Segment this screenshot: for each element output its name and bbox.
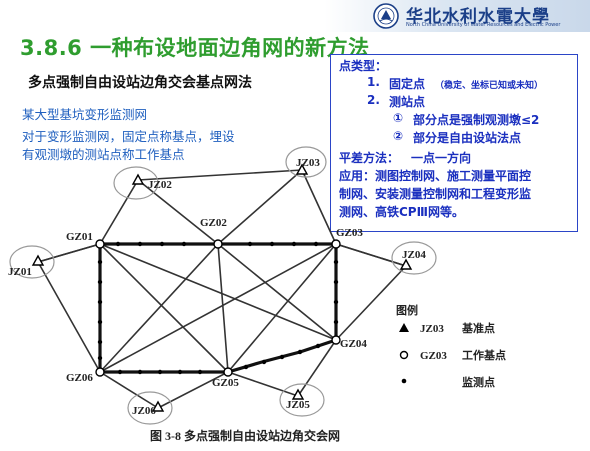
logo-chinese-name: 华北水利水電大學 <box>406 7 550 27</box>
gz02-circle-icon <box>213 239 223 249</box>
label-gz02: GZ02 <box>200 217 227 229</box>
legend-triangle-icon <box>399 323 409 332</box>
label-gz01: GZ01 <box>66 231 93 243</box>
gz04-circle-icon <box>331 335 341 345</box>
legend-work-code: GZ03 <box>420 350 447 362</box>
legend-work-label: 工作基点 <box>462 348 506 362</box>
figure-caption: 图 3-8 多点强制自由设站边角交会网 <box>150 428 340 443</box>
label-jz01: JZ01 <box>8 266 32 278</box>
sub1-text: 部分点是强制观测墩≤2 <box>413 113 540 127</box>
university-logo: 华北水利水電大學 North China University of Water… <box>372 2 584 32</box>
item1-text: 固定点 <box>389 77 426 91</box>
application-line2: 制网、安装测量控制网和工程变形监 <box>339 187 532 201</box>
sketch-circles <box>9 146 437 425</box>
label-gz05: GZ05 <box>212 377 239 389</box>
slide-subtitle: 多点强制自由设站边角交会基点网法 <box>28 75 252 91</box>
method-label: 平差方法： <box>339 151 400 165</box>
item2-number: 2. <box>367 93 380 107</box>
label-gz06: GZ06 <box>66 372 93 384</box>
legend-base-label: 基准点 <box>461 321 495 335</box>
label-gz03: GZ03 <box>336 227 363 239</box>
header-bar <box>0 0 590 32</box>
item2-text: 测站点 <box>389 95 426 109</box>
application-line1: 测图控制网、施工测量平面控 <box>375 169 532 183</box>
item1-note: （稳定、坐标已知或未知） <box>435 81 544 91</box>
label-gz04: GZ04 <box>340 338 367 350</box>
method-text: 一点一方向 <box>411 151 472 165</box>
monitoring-points <box>97 241 339 375</box>
info-box: 点类型： 1. 固定点 （稳定、坐标已知或未知） 2. 测站点 ① 部分点是强制… <box>330 54 578 232</box>
legend-title: 图例 <box>396 303 418 317</box>
sub2-text: 部分是自由设站法点 <box>413 131 522 145</box>
network-lines <box>37 169 407 409</box>
university-seal-icon <box>373 3 399 29</box>
legend-circle-icon <box>399 350 409 360</box>
gz06-circle-icon <box>95 367 105 377</box>
base-point-markers <box>31 163 413 412</box>
application-line3: 测网、高铁CPⅢ网等。 <box>339 205 464 219</box>
note-definition-line2: 有观测墩的测站点称工作基点 <box>22 147 185 162</box>
gz03-circle-icon <box>331 239 341 249</box>
sub1-marker: ① <box>393 111 404 125</box>
slide-title: 3.8.6 一种布设地面边角网的新方法 <box>20 36 370 60</box>
label-jz02: JZ02 <box>148 179 172 191</box>
label-jz05: JZ05 <box>286 399 310 411</box>
gz05-circle-icon <box>223 367 233 377</box>
logo-english-name: North China University of Water Resource… <box>406 22 561 28</box>
label-jz06: JZ06 <box>132 405 156 417</box>
legend-base-code: JZ03 <box>420 323 444 335</box>
point-types-heading: 点类型： <box>339 59 388 73</box>
sub2-marker: ② <box>393 129 404 143</box>
jz03-triangle-icon <box>295 163 309 175</box>
item1-number: 1. <box>367 75 380 89</box>
gz01-circle-icon <box>95 239 105 249</box>
label-jz04: JZ04 <box>402 249 426 261</box>
jz02-triangle-icon <box>131 173 145 185</box>
legend-monitor-label: 监测点 <box>462 375 495 389</box>
legend: 图例 JZ03 基准点 GZ03 工作基点 监测点 <box>396 303 506 389</box>
application-label: 应用： <box>339 169 376 183</box>
note-definition-line1: 对于变形监测网，固定点称基点，埋设 <box>22 129 235 144</box>
label-jz03: JZ03 <box>296 157 320 169</box>
network-diagram: JZ02 JZ01 JZ03 JZ04 JZ06 JZ05 GZ01 GZ02 … <box>8 146 506 443</box>
legend-dot-icon <box>401 378 407 384</box>
work-point-markers <box>95 239 341 377</box>
note-project: 某大型基坑变形监测网 <box>22 107 148 122</box>
jz06-triangle-icon <box>151 400 165 412</box>
jz05-triangle-icon <box>291 388 305 400</box>
jz01-triangle-icon <box>31 254 45 266</box>
jz04-triangle-icon <box>399 258 413 270</box>
